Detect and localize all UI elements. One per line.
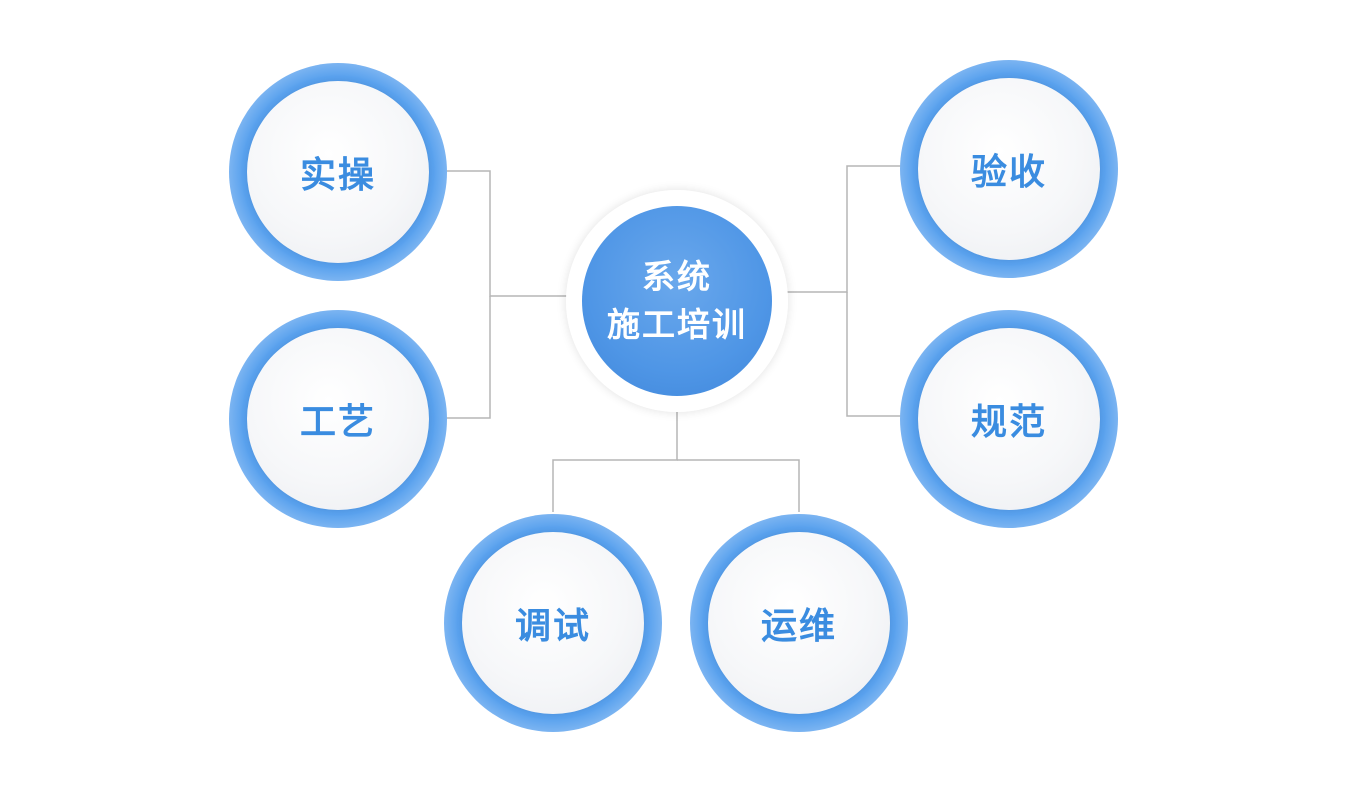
node-craft: 工艺: [229, 310, 447, 528]
node-debugging-label: 调试: [514, 606, 591, 647]
node-craft-label: 工艺: [299, 402, 376, 443]
node-operation-label: 运维: [760, 606, 837, 647]
connector-bottom-right: [677, 459, 800, 512]
connector-right-bottom: [846, 292, 905, 417]
node-practice-label: 实操: [299, 155, 376, 196]
node-standard: 规范: [900, 310, 1118, 528]
center-title-line2: 施工培训: [607, 305, 747, 344]
center-title-line1: 系统: [642, 257, 712, 296]
connector-bottom: [552, 406, 678, 512]
connector-right-top: [782, 165, 905, 293]
node-practice: 实操: [229, 63, 447, 281]
node-acceptance: 验收: [900, 60, 1118, 278]
node-practice-core: 实操: [247, 81, 429, 263]
node-debugging: 调试: [444, 514, 662, 732]
node-acceptance-core: 验收: [918, 78, 1100, 260]
center-node-core: 系统 施工培训: [582, 206, 772, 396]
node-standard-label: 规范: [970, 402, 1047, 443]
node-craft-core: 工艺: [247, 328, 429, 510]
connector-left-bottom: [446, 296, 491, 419]
node-debugging-core: 调试: [462, 532, 644, 714]
node-acceptance-label: 验收: [970, 152, 1047, 193]
node-standard-core: 规范: [918, 328, 1100, 510]
node-operation-core: 运维: [708, 532, 890, 714]
center-node: 系统 施工培训: [566, 190, 788, 412]
connector-left-top: [446, 170, 570, 297]
node-operation: 运维: [690, 514, 908, 732]
